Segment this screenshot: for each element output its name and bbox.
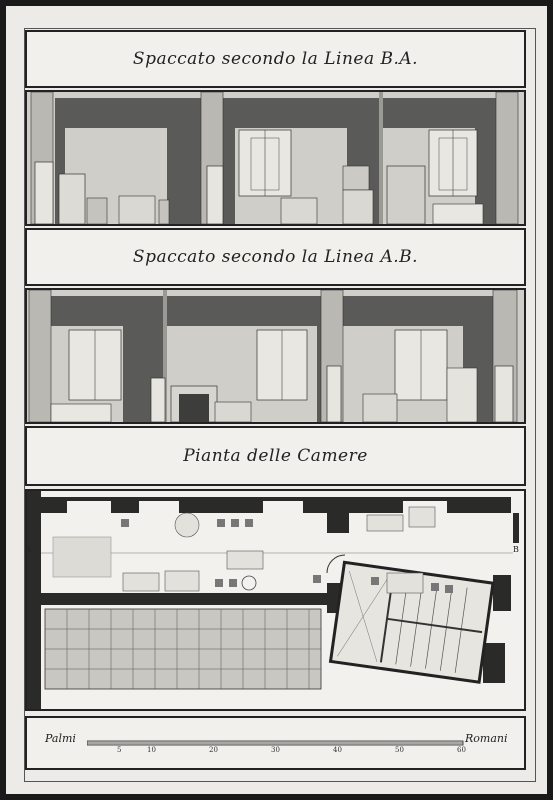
section-drawing-ba [25,90,526,226]
floor-plan: A B [25,489,526,711]
section-ab-illustration [27,290,524,422]
scale-tick-30: 30 [271,746,280,754]
plan-mark-b: B [513,545,519,554]
title-section-ba: Spaccato secondo la Linea B.A. [132,49,419,69]
title-plan: Pianta delle Camere [183,446,368,466]
title-banner-plan: Pianta delle Camere [25,426,526,486]
scale-ruler [87,740,464,746]
floor-plan-illustration [27,491,524,709]
scale-tick-20: 20 [209,746,218,754]
title-section-ab: Spaccato secondo la Linea A.B. [132,247,419,267]
scale-label-palmi: Palmi [45,732,76,745]
section-ba-illustration [27,92,524,224]
scale-tick-60: 60 [457,746,466,754]
scale-tick-10: 10 [147,746,156,754]
tiled-floor-grid [44,608,322,690]
scale-tick-40: 40 [333,746,342,754]
scale-bar-panel: Palmi Romani 5 10 20 30 40 50 60 [25,716,526,770]
outer-frame [24,28,536,782]
scale-tick-5: 5 [117,746,122,754]
scale-label-romani: Romani [465,732,508,745]
plan-mark-a: A [25,545,31,554]
title-banner-section-ba: Spaccato secondo la Linea B.A. [25,30,526,88]
section-drawing-ab [25,288,526,424]
title-banner-section-ab: Spaccato secondo la Linea A.B. [25,228,526,286]
scale-tick-50: 50 [395,746,404,754]
